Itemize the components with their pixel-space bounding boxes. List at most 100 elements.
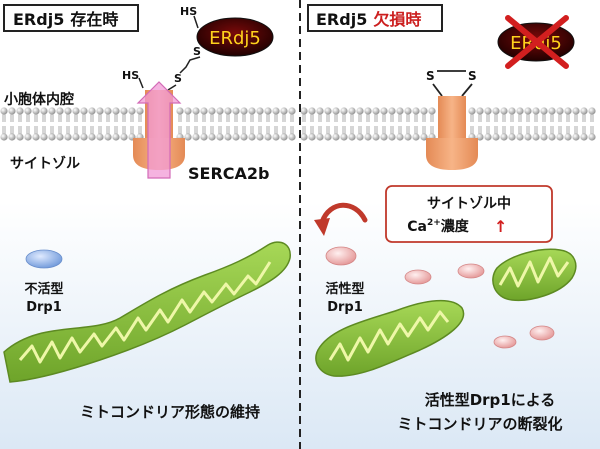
lipid-head [580,107,588,115]
er-membrane-right [300,107,596,141]
lipid-head [256,133,264,141]
drp1-inactive-label-1: 不活型 [24,281,63,297]
left-caption: ミトコンドリア形態の維持 [80,403,260,421]
lipid-head [516,107,524,115]
lipid-head [356,107,364,115]
drp1-active-label-2: Drp1 [327,300,363,315]
lipid-head [588,107,596,115]
lipid-head [508,133,516,141]
mitochondrion-fragment [492,248,577,302]
lipid-head [404,133,412,141]
lipid-head [208,133,216,141]
lipid-head [208,107,216,115]
lipid-head [364,133,372,141]
callout-up-arrow: ↑ [494,217,507,236]
lipid-head [240,133,248,141]
lipid-head [232,107,240,115]
lipid-head [364,107,372,115]
s-label-1: S [193,45,201,58]
s-right-label-2: S [468,69,477,83]
lipid-head [232,133,240,141]
lipid-head [380,133,388,141]
callout-ca: Ca [407,219,427,235]
lipid-head [88,133,96,141]
lipid-head [588,133,596,141]
serca2b-pump-right [426,96,478,170]
lipid-head [476,133,484,141]
lipid-head [200,133,208,141]
lipid-head [136,107,144,115]
lipid-head [524,133,532,141]
mitochondrion-elongated [3,241,291,383]
lipid-head [256,107,264,115]
callout-rest: 濃度 [441,218,470,235]
lipid-head [280,107,288,115]
lipid-head [324,107,332,115]
lipid-head [556,133,564,141]
er-membrane-left [0,107,296,141]
lipid-head [48,107,56,115]
lipid-head [120,133,128,141]
deletion-cross-icon [505,15,569,69]
bond-line [179,56,201,74]
drp1-active [404,269,432,285]
serca2b-label: SERCA2b [188,164,269,183]
lipid-head [548,133,556,141]
s-label-2: S [174,72,182,85]
s-right-label-1: S [426,69,435,83]
lipid-head [56,107,64,115]
lipid-head [264,107,272,115]
lipid-head [540,107,548,115]
lipid-head [128,107,136,115]
lipid-head [372,107,380,115]
lipid-head [532,107,540,115]
lipid-head [200,107,208,115]
lipid-head [112,107,120,115]
lipid-head [484,107,492,115]
lipid-head [80,107,88,115]
lipid-head [340,107,348,115]
lipid-head [24,133,32,141]
erdj5-deleted: ERdj5 [497,15,575,69]
lipid-head [348,133,356,141]
svg-text:Ca2+濃度: Ca2+濃度 [407,218,470,235]
lipid-head [216,107,224,115]
lipid-head [396,107,404,115]
lipid-head [516,133,524,141]
lipid-head [380,107,388,115]
drp1-active [493,335,517,349]
lipid-head [580,133,588,141]
lipid-head [492,107,500,115]
callout-sup: 2+ [427,218,441,228]
lipid-head [348,107,356,115]
lipid-head [248,133,256,141]
lipid-head [0,133,8,141]
lipid-head [280,133,288,141]
lipid-head [316,107,324,115]
drp1-inactive [25,249,63,269]
erdj5-left: ERdj5 [196,17,274,57]
lipid-head [104,133,112,141]
lipid-head [308,133,316,141]
lipid-head [8,133,16,141]
lipid-head [240,107,248,115]
drp1-active [457,263,485,279]
lipid-head [264,133,272,141]
hs-top-label: HS [180,5,197,18]
lipid-head [288,133,296,141]
lipid-head [564,133,572,141]
lipid-head [492,133,500,141]
drp1-active [529,325,555,341]
lipid-head [532,133,540,141]
lipid-head [40,107,48,115]
lipid-head [8,107,16,115]
lipid-head [288,107,296,115]
lipid-head [272,133,280,141]
lipid-head [248,107,256,115]
lipid-head [332,133,340,141]
lipid-head [484,133,492,141]
